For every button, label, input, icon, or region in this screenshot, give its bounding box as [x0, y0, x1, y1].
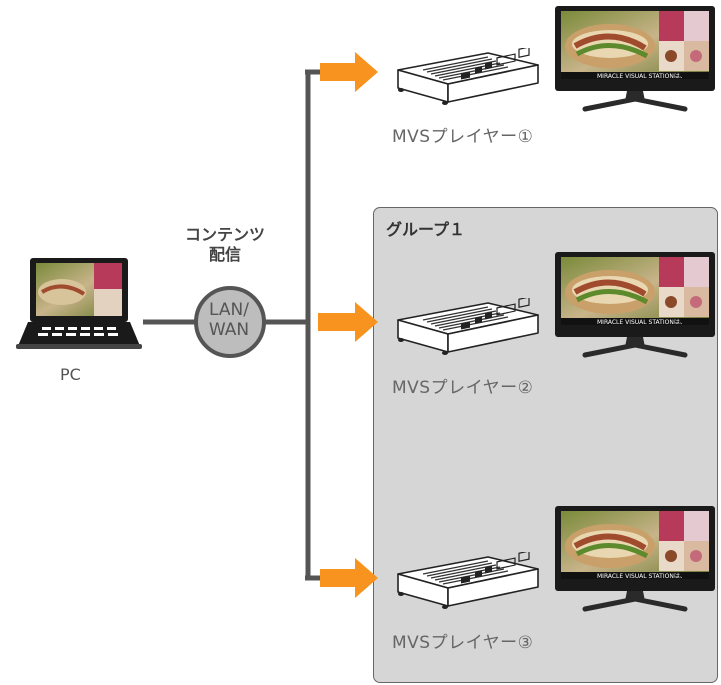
player-3-label: MVSプレイヤー③: [392, 633, 534, 653]
player-1-monitor-icon: [555, 6, 715, 109]
player-2-device-icon: [397, 298, 539, 356]
group-1-label: グループ１: [386, 220, 466, 239]
arrow-to-player-2: [318, 302, 378, 342]
player-2-label: MVSプレイヤー②: [392, 378, 534, 398]
player-3-device-icon: [397, 552, 539, 610]
network-label-line2: WAN: [208, 320, 250, 340]
content-delivery-label: コンテンツ 配信: [165, 225, 285, 265]
arrow-to-player-1: [320, 52, 378, 92]
player-3-monitor-icon: [555, 506, 715, 609]
player-1-device-icon: [397, 48, 539, 106]
player-2-monitor-icon: [555, 252, 715, 355]
player-1-label: MVSプレイヤー①: [392, 127, 534, 147]
pc-label: PC: [60, 365, 81, 384]
content-delivery-line2: 配信: [208, 245, 241, 264]
network-label-line1: LAN/: [209, 300, 249, 320]
delivery-arrows: [318, 52, 378, 598]
network-cloud-icon: [194, 286, 266, 358]
network-label: LAN/ WAN: [196, 300, 262, 340]
laptop-icon: [16, 258, 142, 349]
arrow-to-player-3: [320, 558, 378, 598]
content-delivery-line1: コンテンツ: [184, 225, 265, 244]
